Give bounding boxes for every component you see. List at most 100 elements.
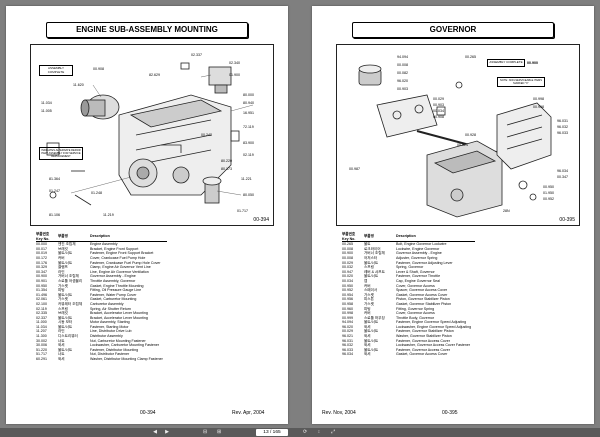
part-description: Bolt, Engine Governor Lockwire [396, 242, 447, 247]
viewer-toolbar: ◀ ▶ ⊟ ⊞ 13 / 165 ⟳ ↕ ⤢ [0, 428, 600, 437]
right-page: GOVERNOR [312, 6, 594, 424]
part-description: Lockwasher, Governor Access Cover Fasten… [396, 343, 471, 348]
part-description: Bracket, Accelerator Lever Mounting [90, 315, 148, 320]
callout: 11.221 [241, 177, 252, 181]
part-description: Fastener, Governor Stabilizer Piston [396, 329, 454, 334]
part-name-korean: 가스켓 [58, 297, 68, 302]
part-description: Fastener, Governor Throttle [396, 274, 441, 279]
part-name-korean: 볼트/너트 [58, 260, 73, 265]
part-key-no: 00.947 [342, 269, 353, 274]
zoom-out-icon[interactable]: ⊟ [202, 430, 208, 435]
prev-page-button[interactable]: ◀ [153, 430, 157, 435]
part-description: Washer, Distributor Mounting Clamp Faste… [90, 357, 163, 362]
part-name-korean: 스로틀 어셈블리 [58, 278, 83, 283]
part-name-korean: 커버 [364, 283, 371, 288]
callout: 94.094 [397, 55, 408, 59]
callout: 00.924 [457, 143, 468, 147]
alternate-part-note: INDICATES ALTERNATE REPAIR PART ASSEMBLY… [39, 147, 83, 160]
fit-height-icon[interactable]: ↕ [317, 430, 321, 435]
part-description: Nut, Distributor Fastener [90, 352, 130, 357]
part-description: Fitting, Governor Spring [396, 306, 435, 311]
part-key-no: 60.291 [36, 357, 47, 362]
part-description: Spring, Air Shutter Return [90, 306, 131, 311]
part-key-no: 11.207 [36, 329, 47, 334]
fullscreen-icon[interactable]: ⤢ [331, 430, 335, 435]
part-key-no: 96.032 [342, 343, 353, 348]
figure-number: 00-394 [253, 217, 269, 223]
part-description: Spring, Governor [396, 265, 424, 270]
callout: 00.950 [543, 185, 554, 189]
callout: 02.119 [243, 153, 254, 157]
next-page-button[interactable]: ▶ [165, 430, 169, 435]
part-description: Lockwasher, Carburetor Mounting Fastener [90, 343, 160, 348]
callout: 11.005 [41, 109, 52, 113]
callout: 80.000 [243, 93, 254, 97]
callout: 96.034 [557, 169, 568, 173]
part-name-korean: 와셔 [364, 343, 371, 348]
part-name-korean: 가스켓 [364, 301, 374, 306]
callout: 72.119 [243, 125, 254, 129]
part-key-no: 00.950 [36, 283, 47, 288]
part-key-no: 00.998 [342, 311, 353, 316]
part-description: Cap, Engine Governor Seal [396, 278, 440, 283]
part-name-korean: 브래킷 [58, 311, 68, 316]
header-part-name: 부품명 [58, 232, 90, 243]
header-part-name: 부품명 [364, 232, 396, 243]
part-name-korean: 와셔 [364, 324, 371, 329]
revision-date: Rev. Nov, 2004 [322, 410, 356, 416]
part-name-korean: 스페이서 [364, 288, 378, 293]
callout: 00.928 [465, 133, 476, 137]
part-key-no: 00.020 [342, 274, 353, 279]
part-name-korean: 가스켓 [58, 283, 68, 288]
part-name-korean: 라인 [58, 329, 65, 334]
part-description: Distributor Assembly [90, 334, 123, 339]
callout: 28N [503, 209, 510, 213]
callout: 11.034 [41, 101, 52, 105]
assembly-complete-box: ASSEMBLY COMPLETE [487, 59, 525, 67]
part-description: Fastener, Governor Adjusting Lever [396, 260, 453, 265]
rotate-icon[interactable]: ⟳ [302, 430, 308, 435]
zoom-in-icon[interactable]: ⊞ [216, 430, 222, 435]
header-description: Description [396, 232, 476, 243]
part-key-no: 02.337 [36, 315, 47, 320]
part-description: Gasket, Engine Throttle Mounting [90, 283, 144, 288]
callout: 96.033 [557, 131, 568, 135]
part-name-korean: 볼트/너트 [364, 329, 379, 334]
part-description: Carburetor Assembly [90, 301, 124, 306]
callout: 01.950 [543, 191, 554, 195]
callout: 16.951 [243, 111, 254, 115]
part-name-korean: 볼트/너트 [364, 274, 379, 279]
part-key-no: 96.034 [342, 352, 353, 357]
part-description: Piston, Governor Stabilizer Piston [396, 297, 450, 302]
callout: 83.900 [243, 141, 254, 145]
page-number: 00-395 [442, 410, 458, 416]
engine-diagram: ASSEMBLY COMPLETE INDICATES ALTERNATE RE… [30, 44, 274, 226]
assembly-complete-box: ASSEMBLY COMPLETE [39, 65, 73, 77]
page-indicator[interactable]: 13 / 165 [256, 429, 288, 436]
part-key-no: 94.094 [342, 320, 353, 325]
table-row: 00.950 가스켓 Gasket, Engine Throttle Mountin… [36, 284, 167, 289]
part-key-no: 02.100 [36, 301, 47, 306]
part-description: Engine Assembly [90, 242, 118, 247]
